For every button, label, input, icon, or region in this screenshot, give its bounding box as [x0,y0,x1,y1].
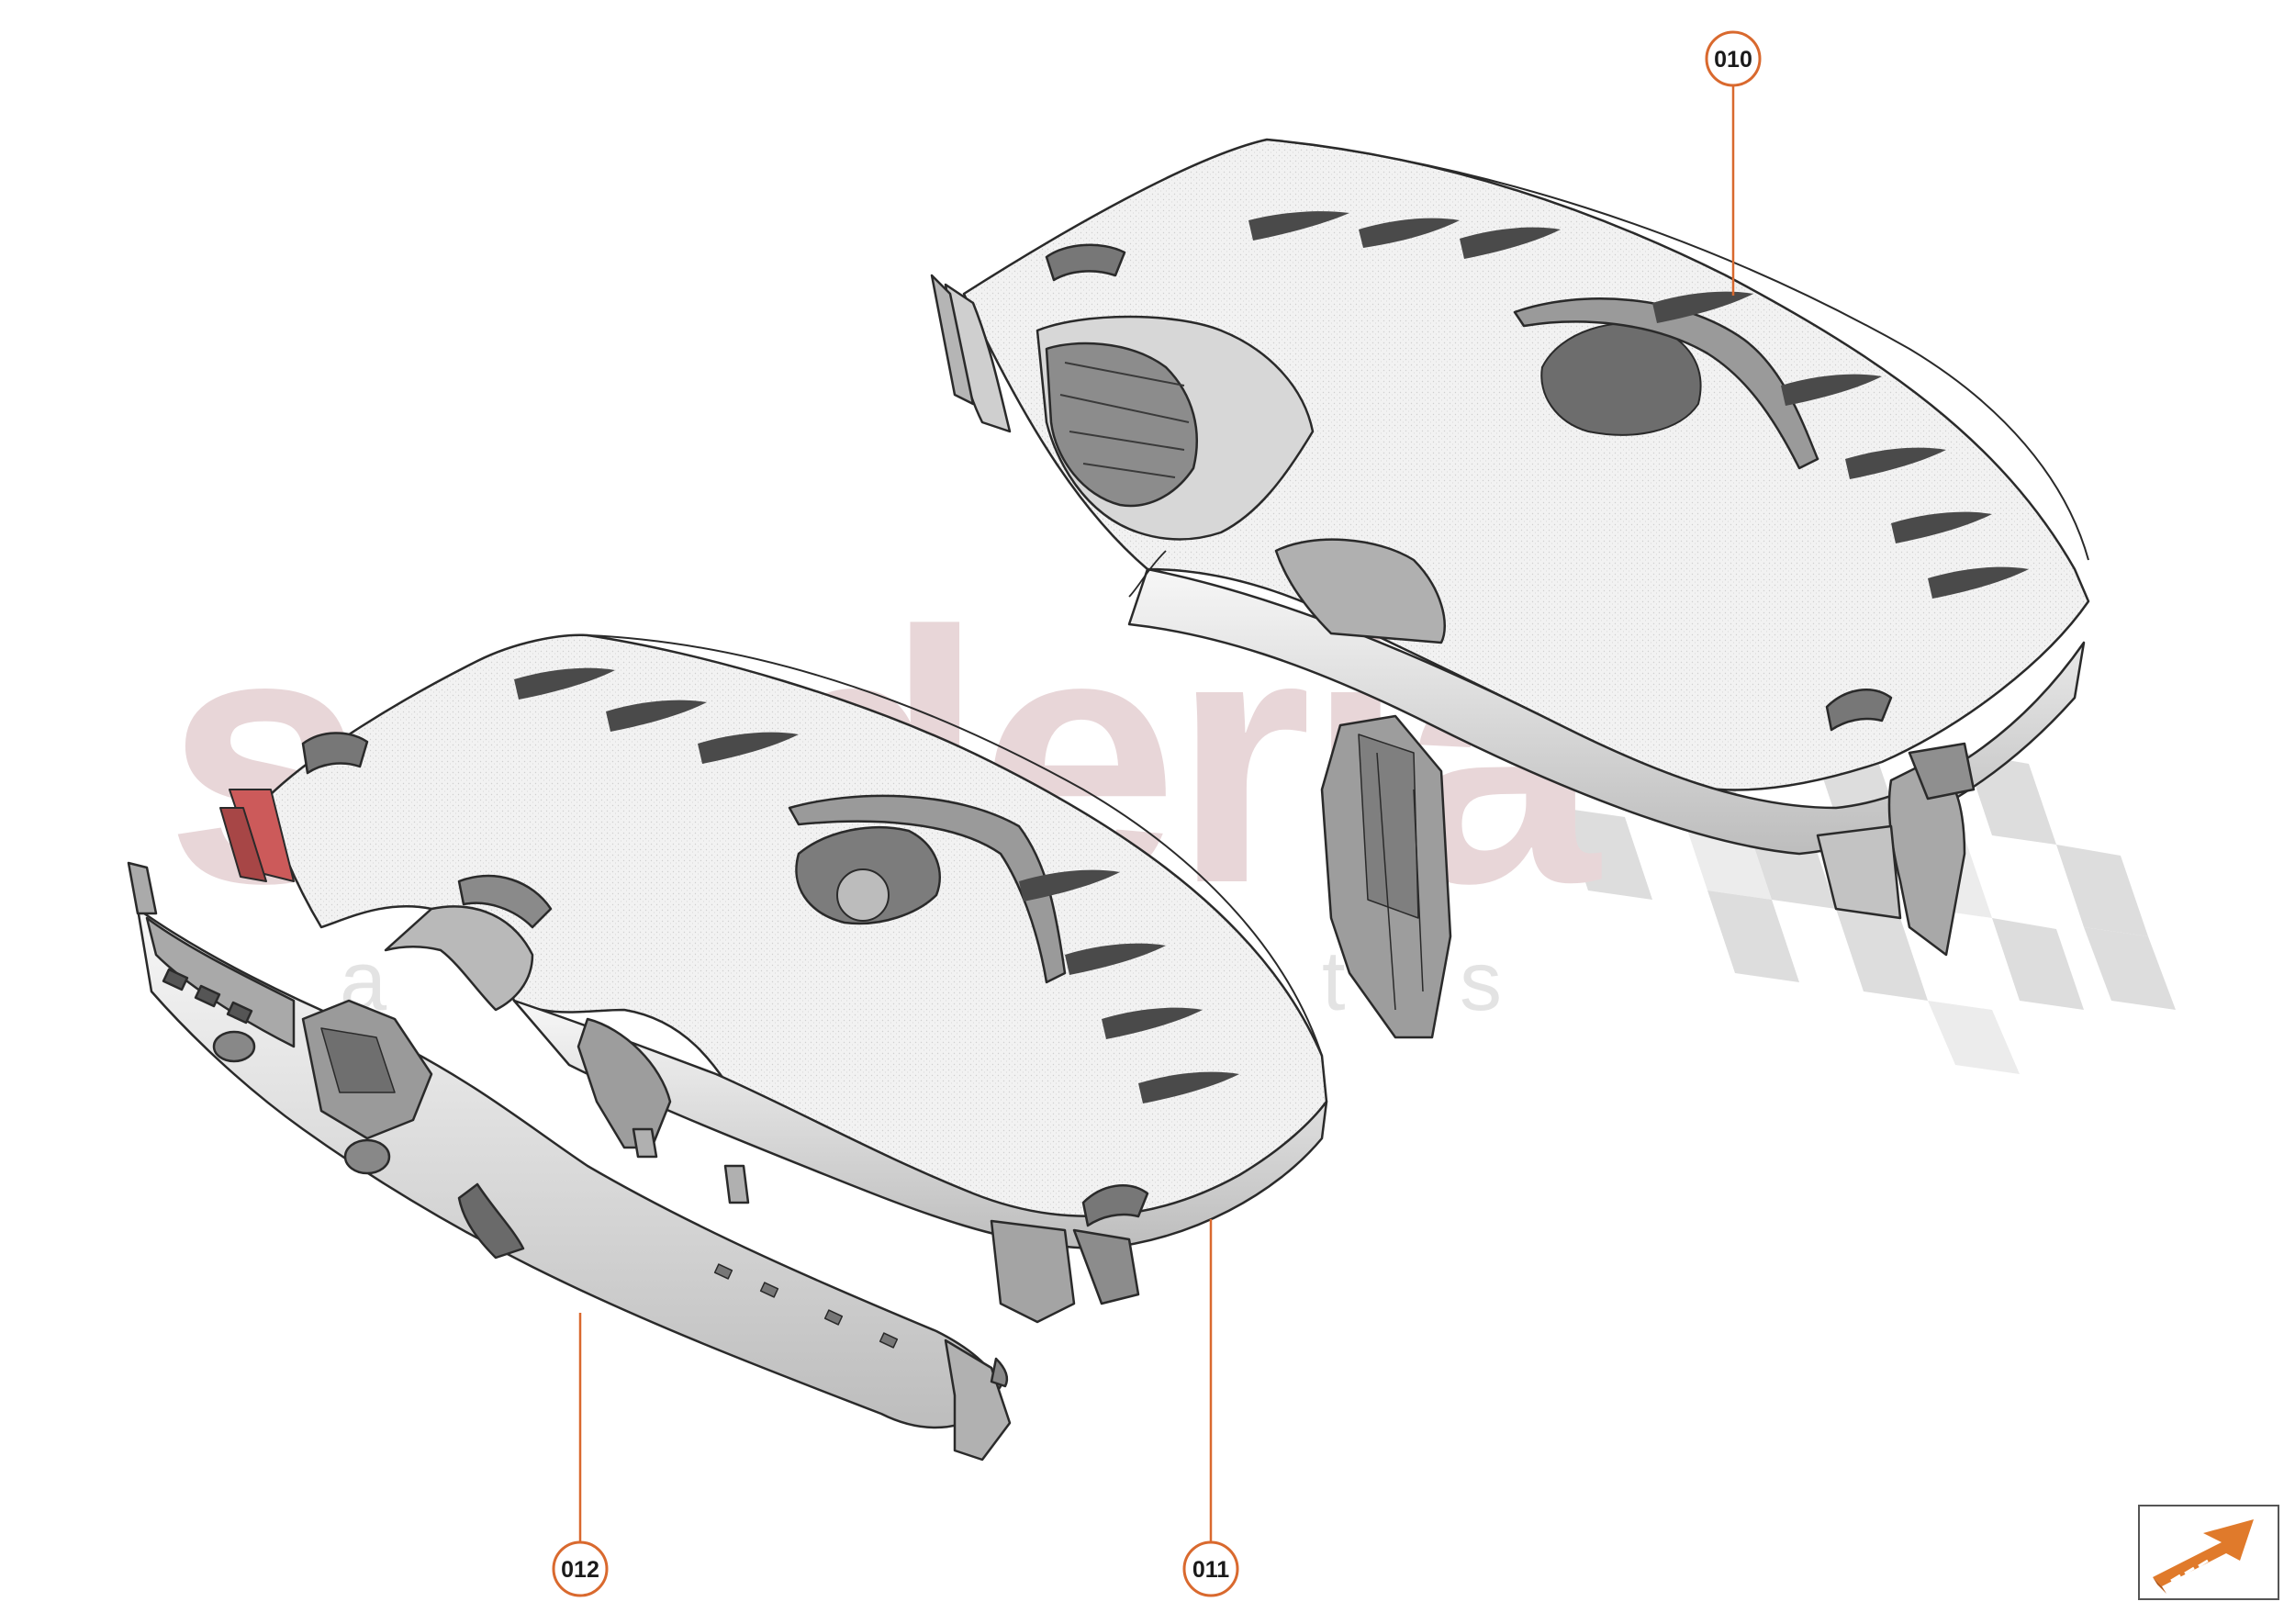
callout-label-011: 011 [1192,1557,1229,1583]
callout-label-012: 012 [561,1557,599,1583]
defrost-vents [1248,211,2029,599]
part-010-dashboard-assembly[interactable] [930,138,2090,1039]
forward-arrow-button[interactable] [2138,1505,2279,1600]
forward-arrow-icon [2153,1519,2254,1594]
parts-letter: s [1460,935,1502,1028]
callout-010[interactable]: 010 [1705,30,1762,87]
callout-label-010: 010 [1714,47,1752,73]
part-012-lower-trim[interactable] [127,861,1012,1462]
callout-leaders [578,84,1735,1542]
callout-012[interactable]: 012 [552,1540,609,1597]
callout-011[interactable]: 011 [1182,1540,1239,1597]
defrost-vents [514,667,1239,1103]
part-011-dashboard-top[interactable] [219,633,1328,1324]
